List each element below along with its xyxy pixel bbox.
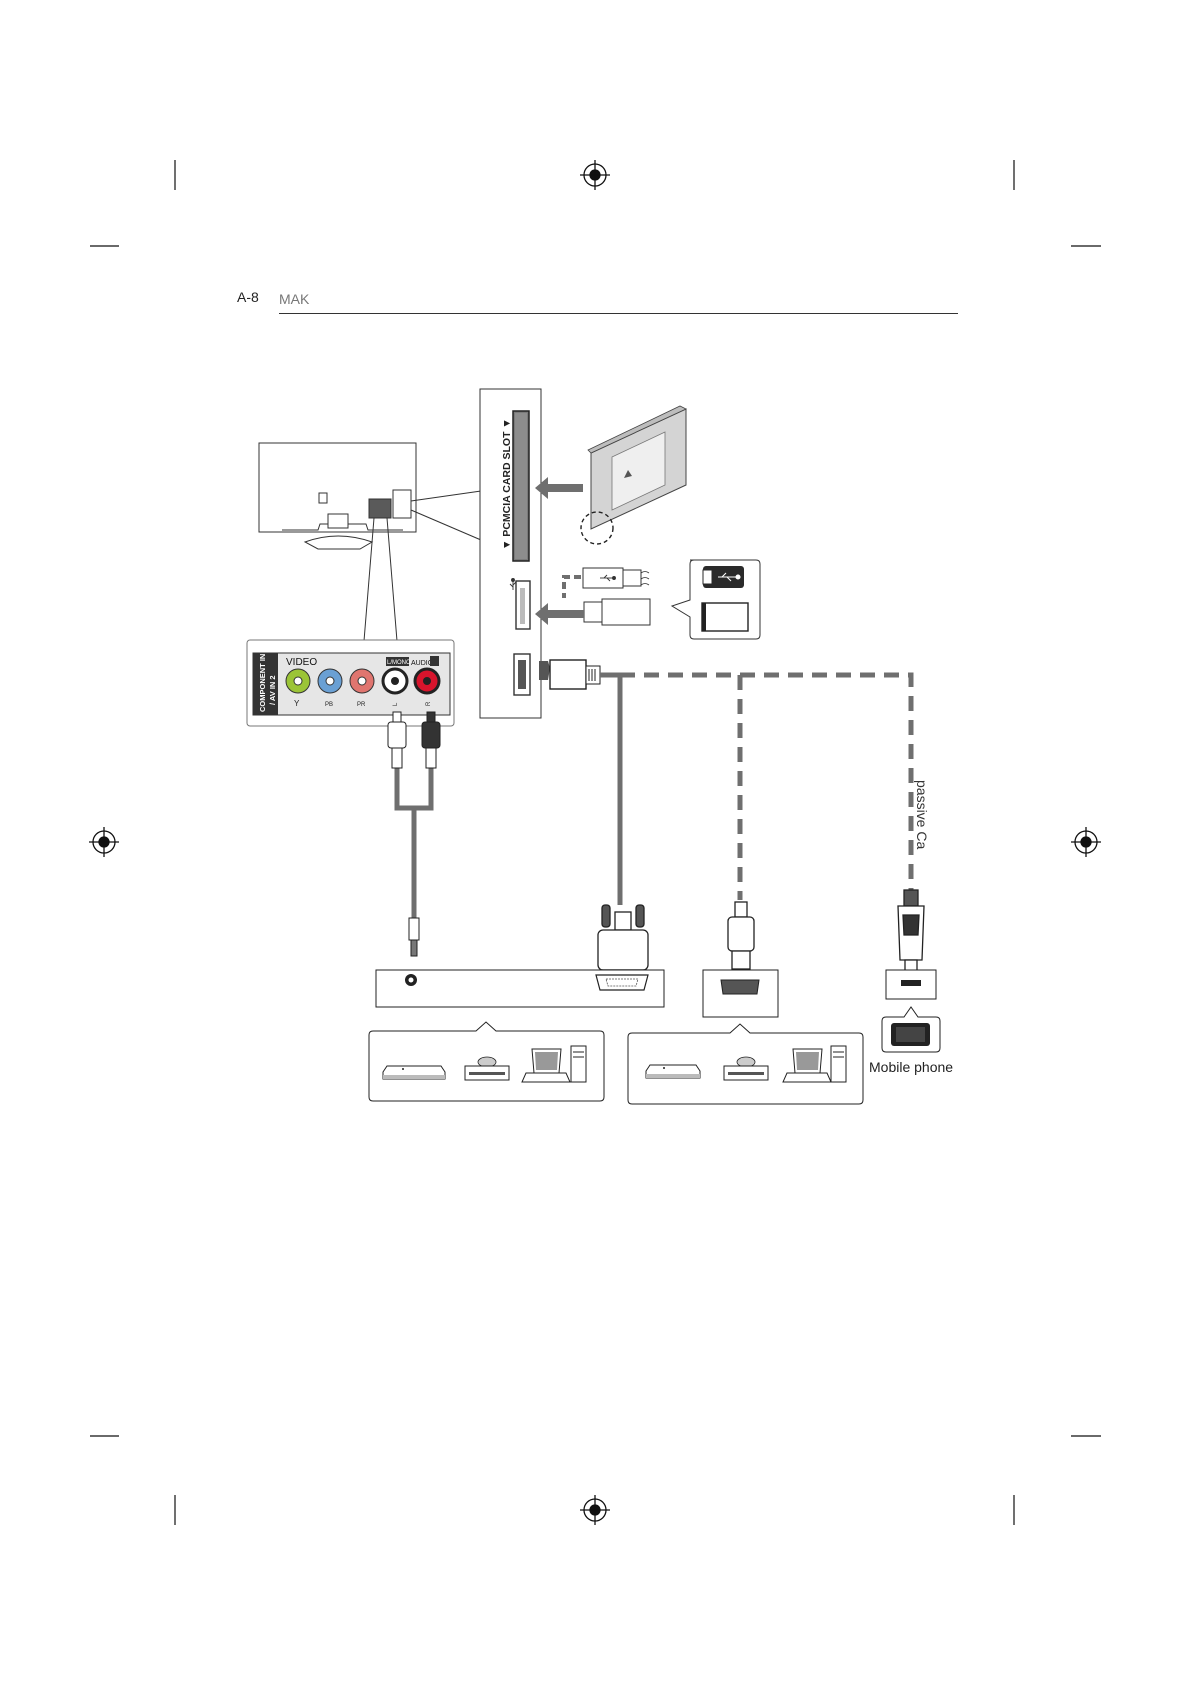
passive-cable-label: passive Ca	[914, 780, 930, 849]
registration-mark-icon	[580, 160, 610, 190]
jack-y-label: Y	[294, 699, 300, 708]
usb-device-callout	[672, 560, 760, 639]
usb-plugs	[535, 568, 650, 625]
pc-tower-icon	[571, 1046, 586, 1082]
mobile-phone-label: Mobile phone	[869, 1059, 953, 1075]
mini-jack-plug	[409, 918, 419, 956]
component-av-panel: COMPONENT IN / AV IN 2 VIDEO L/MONO AUDI…	[247, 640, 454, 726]
pc-av-callout	[369, 1022, 604, 1101]
mhl-device-box	[886, 970, 936, 999]
mono-label: L/MONO	[387, 660, 411, 666]
registration-mark-icon	[1071, 827, 1101, 857]
pc-av-device-box	[376, 970, 664, 1007]
crop-marks	[90, 160, 1101, 1525]
jack-pr-label: PR	[357, 702, 366, 708]
dvd-player-icon	[383, 1066, 445, 1079]
jack-pb-label: PB	[325, 702, 333, 708]
mhl-plug	[898, 890, 924, 972]
card-reader-icon	[702, 603, 748, 631]
cables	[397, 675, 911, 920]
side-panel: ▼ PCMCIA CARD SLOT ▼	[480, 389, 541, 718]
av-in-2-label: / AV IN 2	[268, 675, 277, 705]
ci-module-icon	[535, 406, 686, 544]
hdmi-plug-tv	[539, 660, 600, 689]
hdmi-callout	[628, 1024, 863, 1104]
hdmi-device-box	[703, 970, 778, 1017]
component-in-label: COMPONENT IN	[258, 654, 267, 712]
tv-rear	[259, 443, 481, 641]
smartphone-icon	[891, 1023, 930, 1046]
hdmi-plug-device	[728, 902, 754, 969]
pc-tower-icon	[831, 1046, 846, 1082]
mobile-callout	[882, 1007, 940, 1052]
pcmcia-slot-label: ▼ PCMCIA CARD SLOT ▼	[501, 418, 513, 550]
jack-r-label: R	[426, 701, 432, 706]
usb-drive-icon	[703, 566, 744, 588]
video-label: VIDEO	[286, 657, 317, 668]
dvd-player-icon	[646, 1065, 700, 1078]
registration-mark-icon	[89, 827, 119, 857]
registration-mark-icon	[580, 1495, 610, 1525]
